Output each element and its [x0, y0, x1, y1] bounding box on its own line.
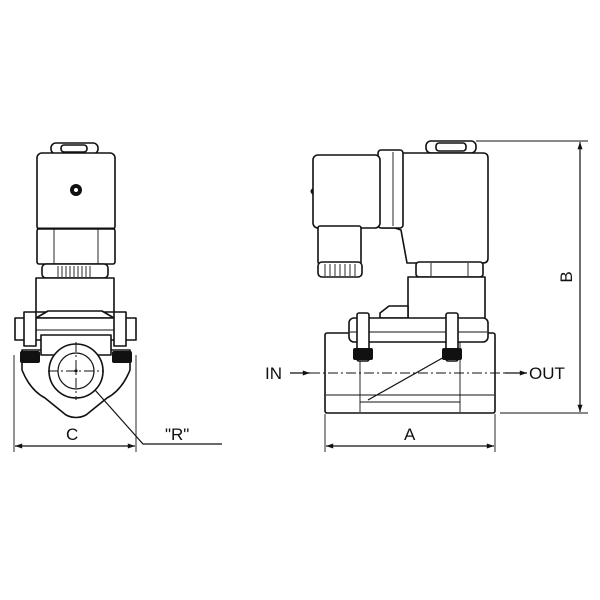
front-view: IN OUT A B — [265, 140, 588, 452]
knurled-ring — [41, 263, 109, 279]
coil-housing — [381, 152, 489, 264]
plug-body — [317, 225, 362, 265]
dimension-c-label: C — [66, 425, 78, 444]
inlet-label: IN — [265, 364, 282, 383]
side-view: "R" C — [13, 142, 222, 452]
coil-body — [36, 228, 116, 265]
coil-band — [377, 149, 404, 229]
dimension-b-label: B — [557, 271, 576, 282]
dimension-a-label: A — [404, 425, 416, 444]
hex-nut — [415, 261, 484, 278]
plug-connector — [312, 154, 381, 229]
thread-label: "R" — [165, 425, 189, 444]
bolt-right — [113, 311, 127, 347]
flange — [348, 317, 489, 343]
bonnet — [35, 277, 115, 313]
coil-nut-top-inner — [60, 144, 88, 153]
bolt-left — [23, 311, 37, 347]
outlet-label: OUT — [529, 364, 565, 383]
thread-leader-line — [94, 389, 222, 445]
